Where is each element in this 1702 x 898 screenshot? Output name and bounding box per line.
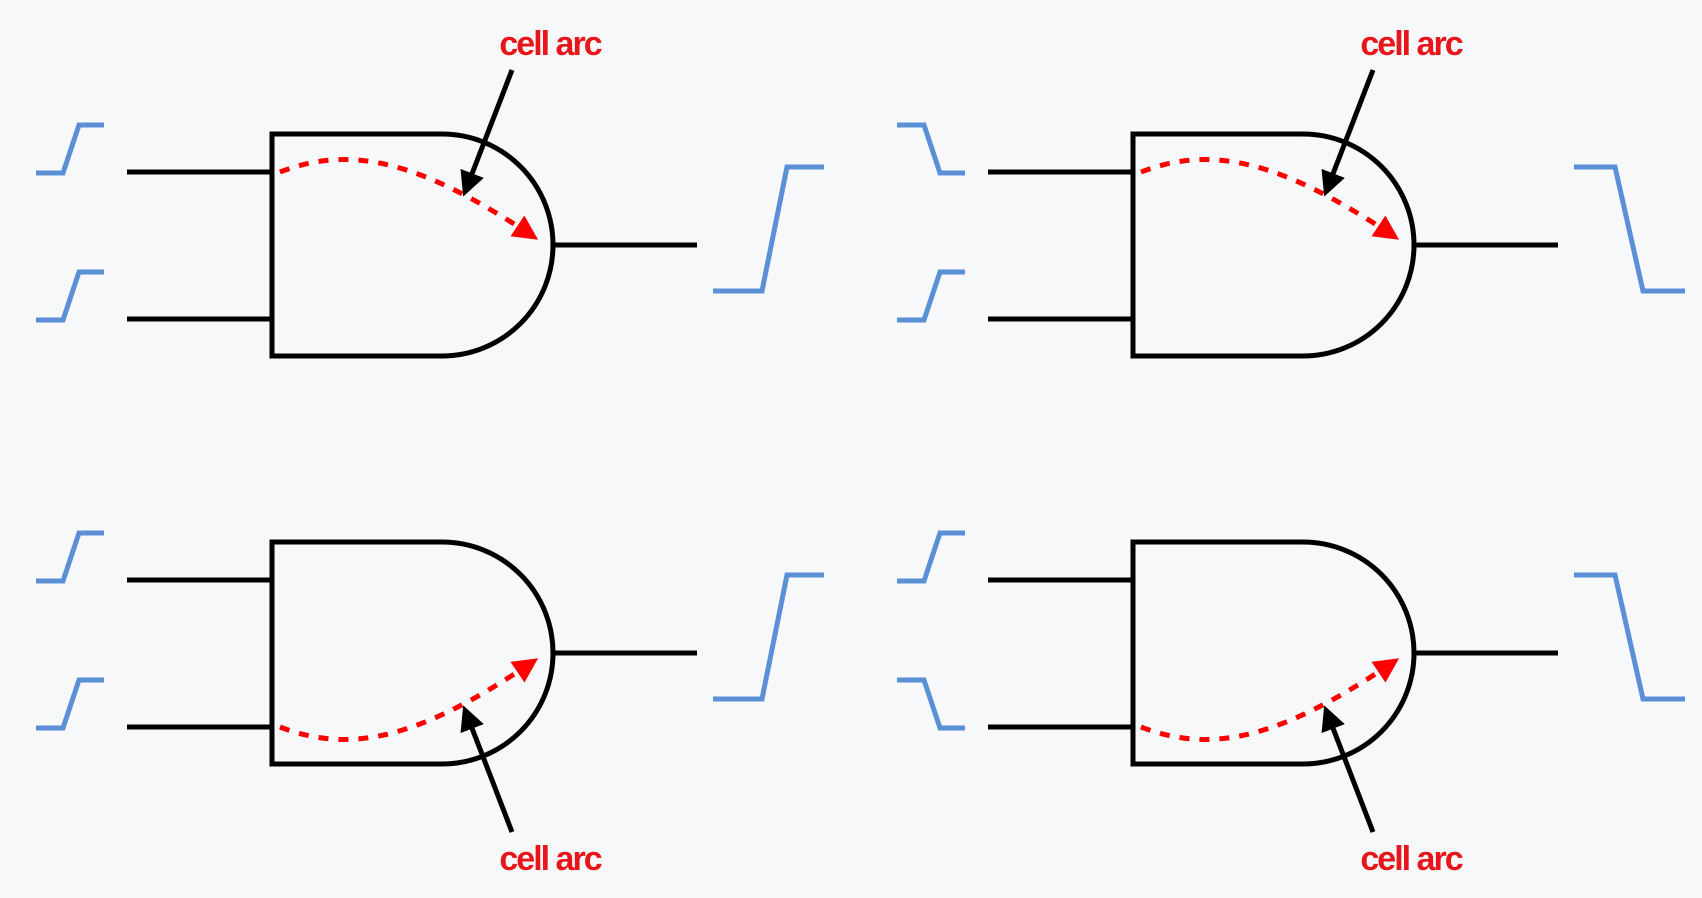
cell-arc-path [1140,157,1400,240]
cell-arc-path [1140,658,1400,742]
output-waveform [713,164,824,294]
input-b-waveform [36,269,104,323]
cell-arc-pointer-arrow [460,69,515,197]
cell-arc-label: cell arc [1360,840,1462,878]
input-a-waveform [897,530,965,584]
cell-arc-label: cell arc [499,840,601,878]
cell-arc-label: cell arc [499,25,601,63]
and-gate-body [1130,131,1417,359]
gate-top-left: cell arc [36,25,824,359]
cell-arc-path [279,157,539,240]
cell-arc-pointer-arrow [460,705,515,833]
input-b-waveform [36,677,104,731]
input-b-waveform [897,269,965,323]
cell-arc-label: cell arc [1360,25,1462,63]
cell-arc-pointer-arrow [1321,705,1376,833]
and-gate-body [269,131,556,359]
input-a-waveform [897,122,965,176]
gate-bottom-left: cell arc [36,530,824,878]
cell-arc-path [279,658,539,742]
gate-top-right: cell arc [897,25,1685,359]
and-gate-body [269,539,556,767]
input-a-waveform [36,122,104,176]
output-waveform [713,572,824,702]
input-b-waveform [897,677,965,731]
cell-arc-pointer-arrow [1321,69,1376,197]
and-gate-body [1130,539,1417,767]
output-waveform [1574,164,1685,294]
input-a-waveform [36,530,104,584]
gate-bottom-right: cell arc [897,530,1685,878]
output-waveform [1574,572,1685,702]
